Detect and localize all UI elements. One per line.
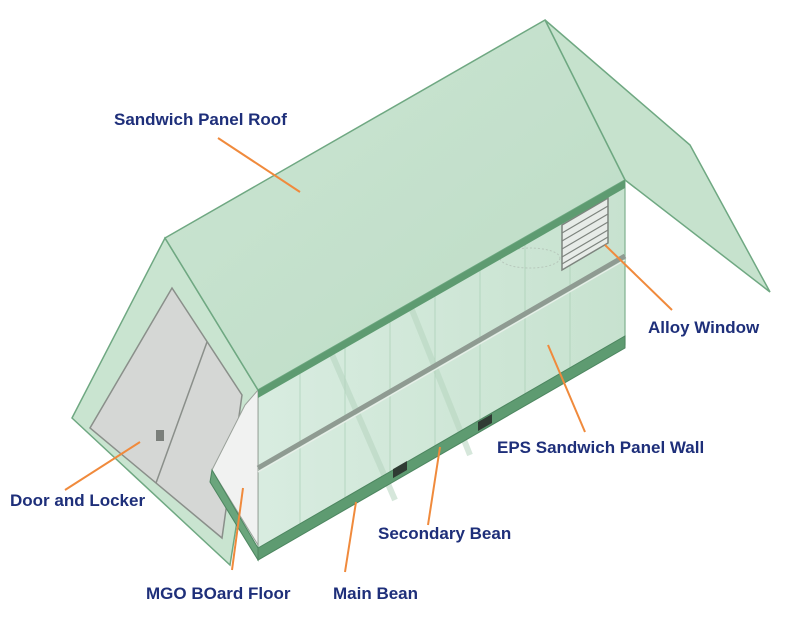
label-door-and-locker: Door and Locker xyxy=(10,491,146,510)
interior-back-wall xyxy=(211,388,259,547)
label-eps-sandwich-panel-wall: EPS Sandwich Panel Wall xyxy=(497,438,705,457)
leader-floor xyxy=(231,487,244,571)
leader-roof xyxy=(217,137,301,193)
roof-fascia xyxy=(258,180,625,398)
leader-wall xyxy=(547,344,586,433)
label-main-bean: Main Bean xyxy=(333,584,419,603)
label-mgo-board-floor: MGO BOard Floor xyxy=(146,584,291,603)
label-alloy-window: Alloy Window xyxy=(648,318,760,337)
window-screen xyxy=(499,247,561,269)
door-handle-icon xyxy=(156,430,164,441)
secondary-beam xyxy=(256,253,627,471)
door-and-locker xyxy=(89,286,243,540)
leader-main-beam xyxy=(344,501,357,573)
floor-edge xyxy=(209,468,259,562)
forklift-slot xyxy=(393,461,407,479)
leader-door xyxy=(64,441,141,491)
label-secondary-bean: Secondary Bean xyxy=(378,524,512,543)
leader-lines xyxy=(64,137,673,573)
leader-window xyxy=(604,244,673,311)
forklift-slot-2 xyxy=(478,413,492,432)
leader-secondary-beam xyxy=(427,446,441,526)
alloy-window xyxy=(499,196,609,272)
label-sandwich-panel-roof: Sandwich Panel Roof xyxy=(114,110,287,129)
